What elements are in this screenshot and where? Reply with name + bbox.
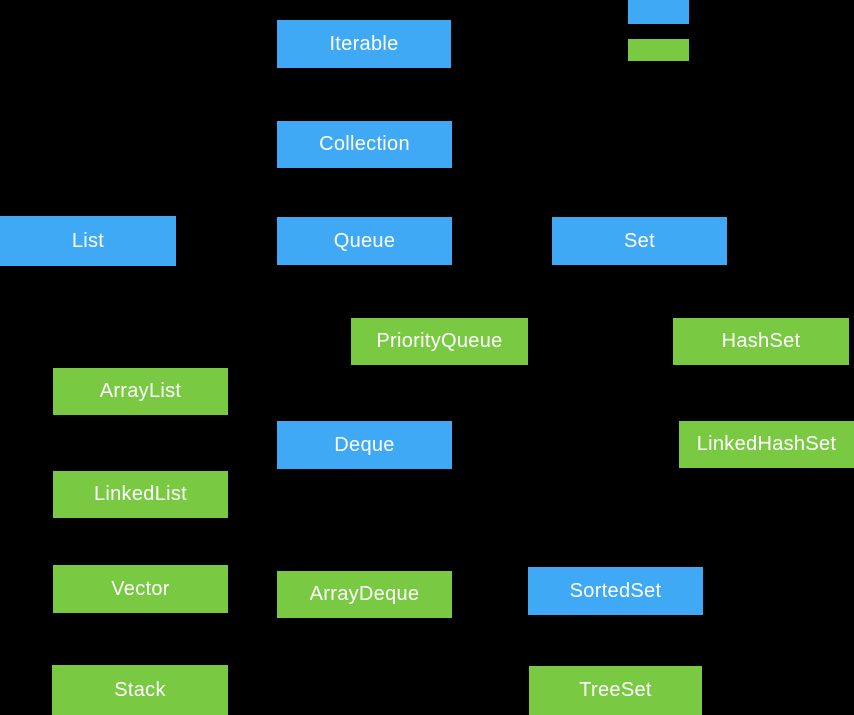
node-set: Set — [552, 217, 727, 265]
legend-interface-swatch — [628, 0, 689, 24]
node-linkedhashset: LinkedHashSet — [679, 421, 854, 468]
node-deque: Deque — [277, 421, 452, 469]
node-arraydeque: ArrayDeque — [277, 571, 452, 618]
node-treeset: TreeSet — [529, 666, 702, 715]
node-stack: Stack — [52, 665, 228, 715]
node-hashset: HashSet — [673, 318, 849, 365]
node-linkedlist: LinkedList — [53, 471, 228, 518]
node-collection: Collection — [277, 121, 452, 168]
node-queue: Queue — [277, 217, 452, 265]
node-vector: Vector — [53, 565, 228, 613]
legend-class-swatch — [628, 39, 689, 61]
node-priorityqueue: PriorityQueue — [351, 318, 528, 365]
node-arraylist: ArrayList — [53, 368, 228, 415]
node-sortedset: SortedSet — [528, 567, 703, 615]
node-iterable: Iterable — [277, 20, 451, 68]
node-list: List — [0, 216, 176, 266]
